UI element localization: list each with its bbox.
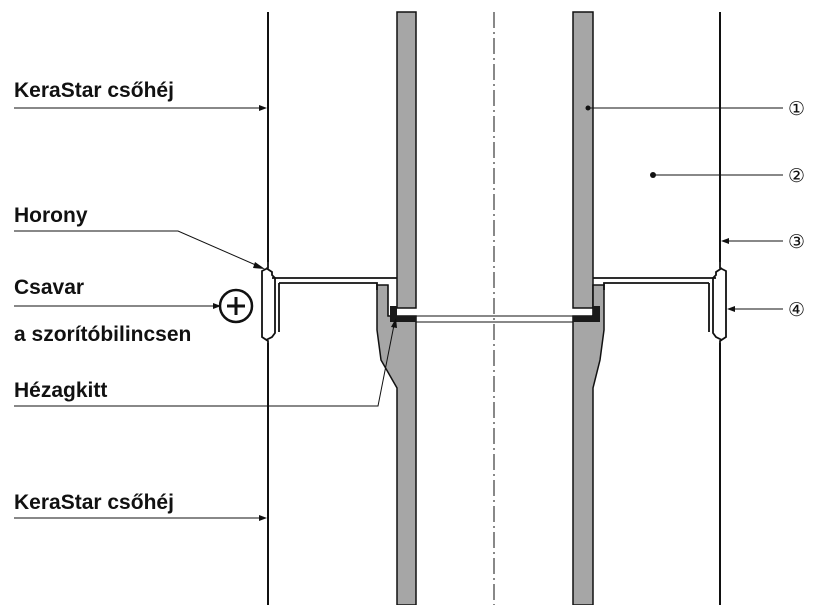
pipe-socket-detail [387,285,594,316]
joint-sealant [390,306,600,322]
leader-arrowheads-left [213,105,397,521]
inner-pipe-left [376,11,417,605]
leader-lines-right [588,107,783,310]
label-csavar: Csavar [14,276,84,299]
label-horony: Horony [14,204,88,227]
label-kerastar-top: KeraStar csőhéj [14,79,174,102]
callout-4: ④ [788,299,805,321]
callout-2: ② [788,165,805,187]
clamp-right [593,262,727,343]
callout-3: ③ [788,231,805,253]
label-kerastar-bottom: KeraStar csőhéj [14,491,174,514]
label-hezagkitt: Hézagkitt [14,379,107,402]
leader-lines-left [14,107,395,519]
leader-arrowheads-right [585,105,735,312]
callout-1: ① [788,98,805,120]
label-szoritobilincs: a szorítóbilincsen [14,323,191,346]
plus-circle-icon [218,288,254,324]
clamp-left [261,262,397,343]
